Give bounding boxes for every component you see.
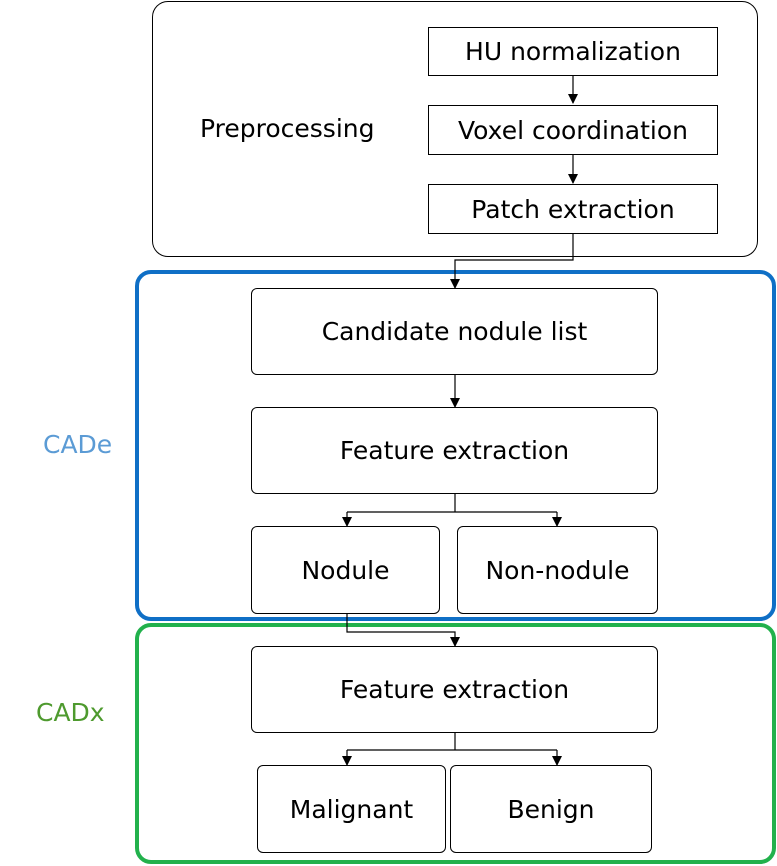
nodule-box: Nodule (251, 526, 440, 614)
cade-feature-extraction-box: Feature extraction (251, 407, 658, 494)
arrow-patch-to-candidate (450, 234, 574, 289)
cade-label: CADe (43, 430, 113, 459)
cadx-label: CADx (36, 698, 105, 727)
arrow-feature-split (347, 494, 557, 513)
non-nodule-box: Non-nodule (457, 526, 658, 614)
cadx-group (135, 623, 776, 864)
voxel-coordination-box: Voxel coordination (428, 105, 718, 155)
arrow-nodule-to-cadx-feature (346, 614, 460, 647)
benign-box: Benign (450, 765, 652, 853)
malignant-box: Malignant (257, 765, 446, 853)
patch-extraction-box: Patch extraction (428, 184, 718, 234)
preprocessing-label: Preprocessing (200, 114, 375, 143)
candidate-nodule-list-box: Candidate nodule list (251, 288, 658, 375)
preprocessing-group (152, 1, 758, 257)
cadx-feature-extraction-box: Feature extraction (251, 646, 658, 733)
arrow-cadx-feature-split (347, 733, 557, 751)
hu-normalization-box: HU normalization (428, 27, 718, 76)
